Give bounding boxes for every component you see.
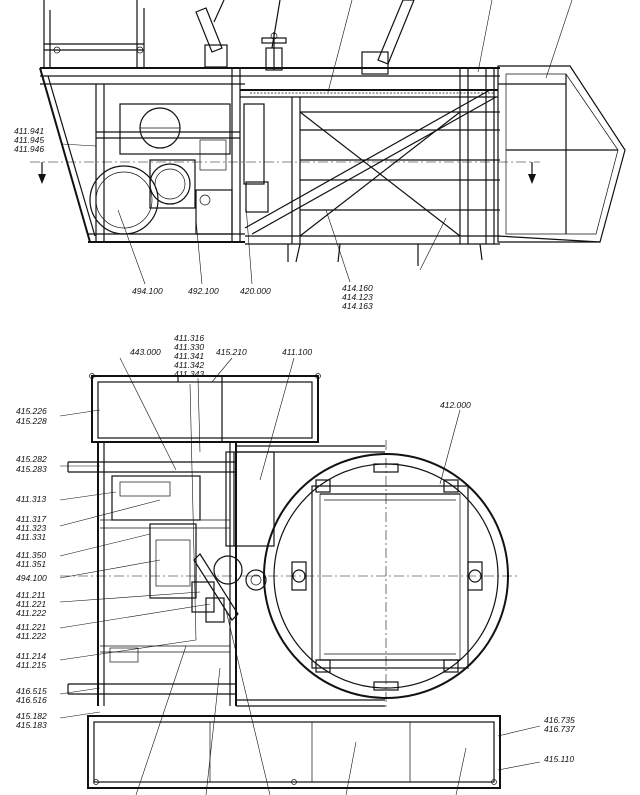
- label-411317: 411.317: [16, 514, 46, 524]
- top-view: 411.941 411.945 411.946 494.100 492.100 …: [14, 0, 626, 311]
- label-411946: 411.946: [14, 144, 44, 154]
- label-415228: 415.228: [16, 416, 47, 426]
- label-411350: 411.350: [16, 550, 46, 560]
- label-416516: 416.516: [16, 695, 47, 705]
- label-415182: 415.182: [16, 711, 47, 721]
- label-494100: 494.100: [132, 286, 163, 296]
- label-443000: 443.000: [130, 347, 161, 357]
- label-411221: 411.221: [16, 599, 46, 609]
- label-411222: 411.222: [16, 608, 46, 618]
- label-415282: 415.282: [16, 454, 47, 464]
- label-411351: 411.351: [16, 559, 46, 569]
- label-411941: 411.941: [14, 126, 44, 136]
- label-414123: 414.123: [342, 292, 373, 302]
- label-411330: 411.330: [174, 342, 204, 352]
- label-414163: 414.163: [342, 301, 373, 311]
- label-411215: 411.215: [16, 660, 46, 670]
- label-492100: 492.100: [188, 286, 219, 296]
- label-416737: 416.737: [544, 724, 575, 734]
- label-411323: 411.323: [16, 523, 46, 533]
- label-411945: 411.945: [14, 135, 44, 145]
- label-415283: 415.283: [16, 464, 47, 474]
- label-411214: 411.214: [16, 651, 46, 661]
- label-411342: 411.342: [174, 360, 204, 370]
- label-411316: 411.316: [174, 333, 204, 343]
- plan-view: 443.000 411.316 411.330 411.341 411.342 …: [16, 333, 575, 795]
- label-411100: 411.100: [282, 347, 312, 357]
- label-411341: 411.341: [174, 351, 204, 361]
- label-411222-b: 411.222: [16, 631, 46, 641]
- label-420000: 420.000: [240, 286, 271, 296]
- label-415210: 415.210: [216, 347, 247, 357]
- label-416735: 416.735: [544, 715, 575, 725]
- label-411221-b: 411.221: [16, 622, 46, 632]
- label-411331: 411.331: [16, 532, 46, 542]
- label-415183: 415.183: [16, 720, 47, 730]
- label-414160: 414.160: [342, 283, 373, 293]
- label-416515: 416.515: [16, 686, 47, 696]
- label-494100-plan: 494.100: [16, 573, 47, 583]
- label-415110: 415.110: [544, 754, 574, 764]
- label-411313: 411.313: [16, 494, 46, 504]
- label-411211: 411.211: [16, 590, 46, 600]
- label-411343: 411.343: [174, 369, 204, 379]
- label-412000: 412.000: [440, 400, 471, 410]
- label-415226: 415.226: [16, 406, 47, 416]
